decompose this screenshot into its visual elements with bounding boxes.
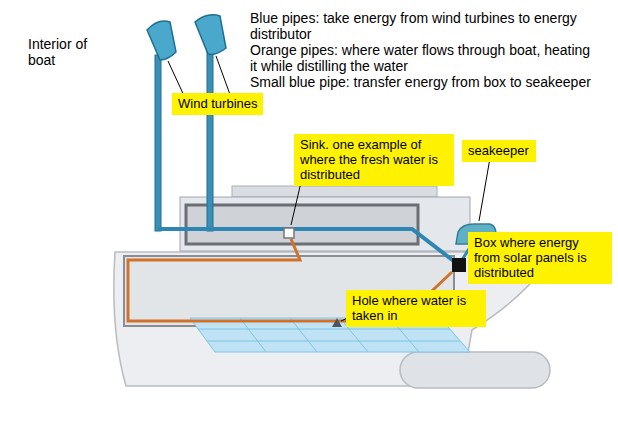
water-intake-hole [332,318,342,327]
energy-box [452,258,466,272]
callout-box: Sink. one example of where the fresh wat… [294,134,454,186]
callout-text: Hole where water is taken in [352,293,480,323]
callout-box: Box where energy from solar panels is di… [468,232,612,284]
grid-line [207,341,460,342]
cabin-roof [232,186,437,197]
callout-text: seakeeper [468,143,530,158]
callout-box: seakeeper [462,140,536,162]
keel-cylinder [400,352,550,388]
cabin [180,197,470,251]
callout-text: Sink. one example of where the fresh wat… [300,137,448,182]
turbine-pole [207,50,213,231]
wind-turbine [195,15,226,55]
pipe-note: Small blue pipe: transfer energy from bo… [250,74,595,90]
orange-pipe [128,239,343,321]
callout-text: Box where energy from solar panels is di… [474,235,606,280]
pipe-note: Blue pipes: take energy from wind turbin… [250,10,595,42]
sink [284,228,294,238]
grid-line [198,329,450,330]
grid-line [240,318,266,352]
callout-box: Wind turbines [172,93,263,115]
leader-lines [168,56,490,321]
leader-line [479,158,490,221]
turbine-pole [155,55,161,231]
cabin-interior [186,205,418,244]
grid-line [290,318,317,352]
blue-pipe [158,229,455,262]
callout-text: Wind turbines [178,96,257,111]
wind-turbine [147,21,176,60]
pipe-note: Orange pipes: where water flows through … [250,42,595,74]
callout-box: Hole where water is taken in [346,290,486,327]
heading-note: Interior of boat [28,36,112,68]
